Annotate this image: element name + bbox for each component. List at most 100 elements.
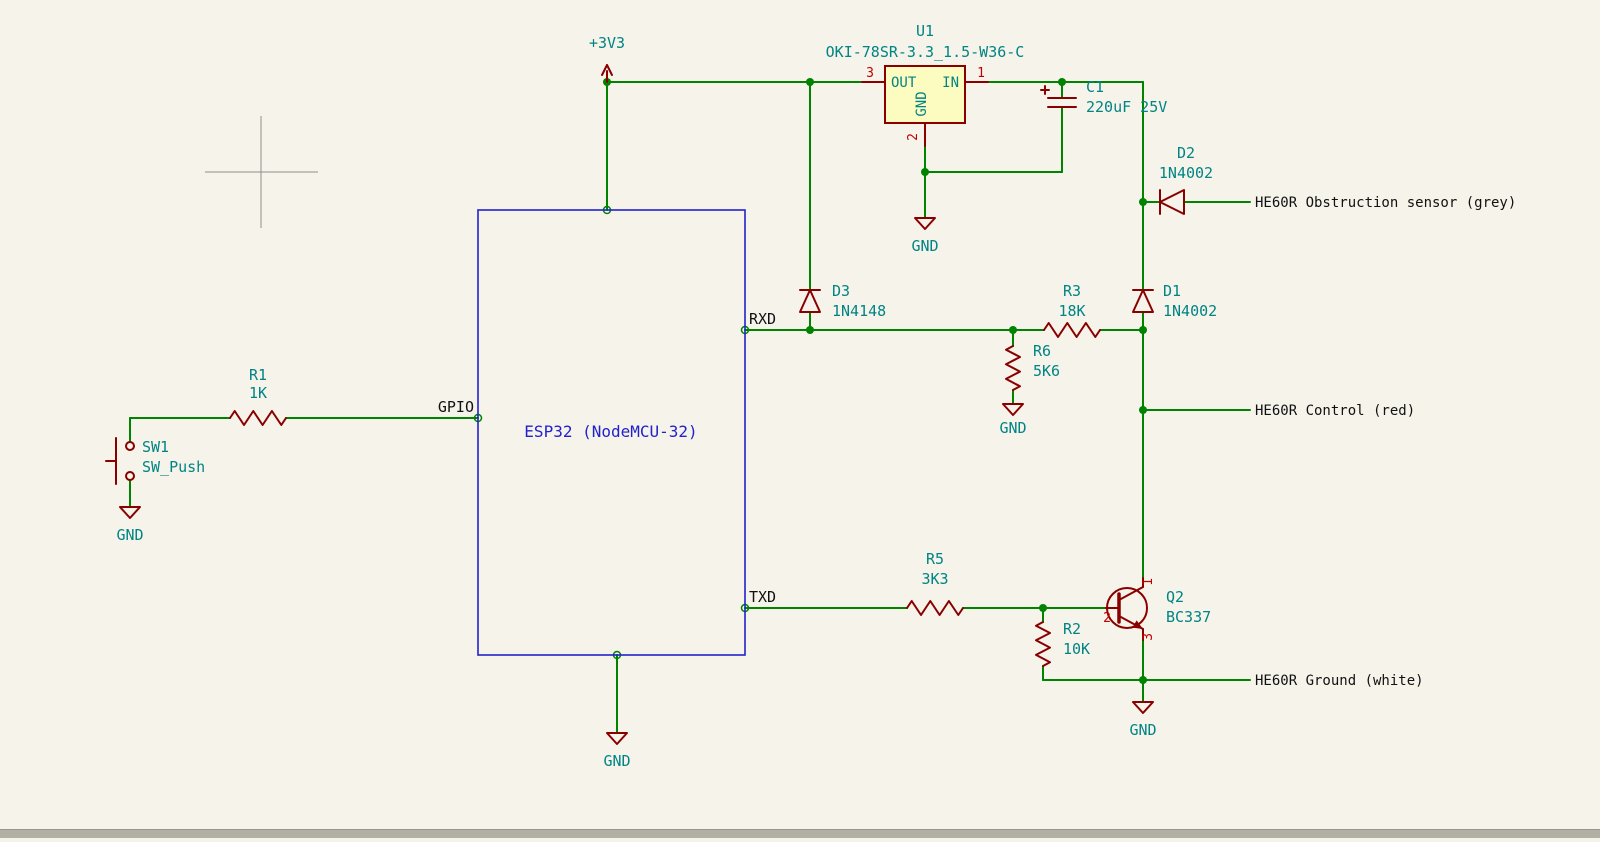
value-label: 10K [1063, 640, 1090, 658]
reference-label: D1 [1163, 282, 1181, 300]
component-d3-diode[interactable]: D3 1N4148 [799, 282, 886, 320]
reference-label: R6 [1033, 342, 1051, 360]
power-arrow [606, 64, 613, 76]
gnd-symbol-u1[interactable]: GND [911, 217, 939, 255]
reference-label: R2 [1063, 620, 1081, 638]
junction-dot[interactable] [1058, 78, 1066, 86]
pin-number: 2 [906, 133, 921, 141]
transistor-emitter-arrow [1132, 620, 1143, 629]
pin-number: 1 [1141, 578, 1156, 586]
diode-triangle [1159, 189, 1185, 215]
gnd-symbol-sw1[interactable]: GND [116, 506, 144, 544]
reference-label: R1 [249, 366, 267, 384]
power-symbol-3v3[interactable]: +3V3 [589, 34, 625, 83]
gnd-symbol-esp32[interactable]: GND [603, 732, 631, 770]
junction-dot[interactable] [1009, 326, 1017, 334]
junction-dot[interactable] [1139, 406, 1147, 414]
sheet-name: ESP32 (NodeMCU-32) [524, 422, 697, 441]
value-label: 5K6 [1033, 362, 1060, 380]
switch-contact [125, 441, 135, 451]
pin-number: 3 [1141, 633, 1156, 641]
value-label: OKI-78SR-3.3_1.5-W36-C [826, 43, 1025, 61]
window-bottom-edge [0, 829, 1600, 838]
junction-dot[interactable] [1039, 604, 1047, 612]
pin-number: 3 [866, 66, 874, 81]
component-r2-resistor[interactable]: R2 10K [1035, 620, 1090, 667]
component-r6-resistor[interactable]: R6 5K6 [1005, 342, 1060, 391]
component-r1-resistor[interactable]: R1 1K [229, 366, 287, 426]
wires [129, 81, 1251, 734]
diode-triangle [1132, 289, 1154, 313]
cursor-crosshair [205, 116, 318, 228]
reference-label: R5 [926, 550, 944, 568]
reference-label: D2 [1177, 144, 1195, 162]
component-d2-diode[interactable]: D2 1N4002 [1159, 144, 1213, 215]
gnd-symbol-r6[interactable]: GND [999, 403, 1027, 437]
reference-label: R3 [1063, 282, 1081, 300]
global-label-ground[interactable]: HE60R Ground (white) [1255, 673, 1424, 689]
global-label-control[interactable]: HE60R Control (red) [1255, 403, 1415, 419]
transistor-collector [1118, 586, 1144, 601]
global-label-obstruction[interactable]: HE60R Obstruction sensor (grey) [1255, 195, 1516, 211]
value-label: 1N4002 [1163, 302, 1217, 320]
reference-label: C1 [1086, 78, 1104, 96]
diode-triangle [799, 289, 821, 313]
pin-name: GND [914, 91, 930, 116]
reference-label: D3 [832, 282, 850, 300]
resistor-zigzag [1005, 345, 1021, 391]
gnd-triangle-icon [606, 732, 628, 745]
junctions [603, 78, 1147, 684]
power-arrow [601, 64, 608, 76]
gnd-label: GND [1129, 721, 1156, 739]
pin-name: IN [942, 75, 959, 91]
gnd-triangle-icon [119, 506, 141, 519]
resistor-zigzag [906, 600, 964, 616]
component-q2-transistor[interactable]: 1 2 3 Q2 BC337 [1103, 577, 1211, 641]
gnd-triangle-icon [1002, 403, 1024, 416]
junction-dot[interactable] [1139, 326, 1147, 334]
gnd-label: GND [911, 237, 938, 255]
pin-number: 1 [977, 66, 985, 81]
gnd-label: GND [999, 419, 1026, 437]
junction-dot[interactable] [1139, 198, 1147, 206]
junction-dot[interactable] [921, 168, 929, 176]
junction-dot[interactable] [806, 326, 814, 334]
gnd-triangle-icon [914, 217, 936, 230]
component-r5-resistor[interactable]: R5 3K3 [906, 550, 964, 616]
reference-label: Q2 [1166, 588, 1184, 606]
gnd-label: GND [116, 526, 143, 544]
value-label: 1K [249, 384, 267, 402]
gnd-label: GND [603, 752, 630, 770]
resistor-zigzag [1035, 621, 1051, 667]
component-sw1-pushbutton[interactable]: SW1 SW_Push [105, 437, 205, 485]
gnd-triangle-icon [1132, 701, 1154, 714]
junction-dot[interactable] [1139, 676, 1147, 684]
power-label: +3V3 [589, 34, 625, 52]
junction-dot[interactable] [806, 78, 814, 86]
value-label: SW_Push [142, 458, 205, 476]
resistor-zigzag [229, 410, 287, 426]
resistor-zigzag [1043, 322, 1101, 338]
value-label: 3K3 [921, 570, 948, 588]
value-label: BC337 [1166, 608, 1211, 626]
reference-label: SW1 [142, 438, 169, 456]
component-d1-diode[interactable]: D1 1N4002 [1132, 282, 1217, 320]
value-label: 220uF 25V [1086, 98, 1167, 116]
net-label-gpio[interactable]: GPIO [438, 398, 474, 416]
value-label: 1N4002 [1159, 164, 1213, 182]
gnd-symbol-q2[interactable]: GND [1129, 701, 1157, 739]
regulator-body [884, 65, 966, 124]
component-c1-capacitor[interactable]: C1 220uF 25V [1040, 78, 1167, 116]
component-r3-resistor[interactable]: R3 18K [1043, 282, 1101, 338]
net-label-txd[interactable]: TXD [749, 588, 776, 606]
net-label-rxd[interactable]: RXD [749, 310, 776, 328]
value-label: 1N4148 [832, 302, 886, 320]
pin-number: 2 [1103, 611, 1111, 626]
component-u1-regulator[interactable]: 3 1 2 OUT IN GND U1 OKI-78SR-3.3_1.5-W36… [826, 22, 1025, 147]
sheet-esp32[interactable]: ESP32 (NodeMCU-32) [477, 209, 746, 656]
sheet-outline [477, 209, 746, 656]
switch-contact [125, 471, 135, 481]
reference-label: U1 [916, 22, 934, 40]
pin-name: OUT [891, 75, 917, 91]
